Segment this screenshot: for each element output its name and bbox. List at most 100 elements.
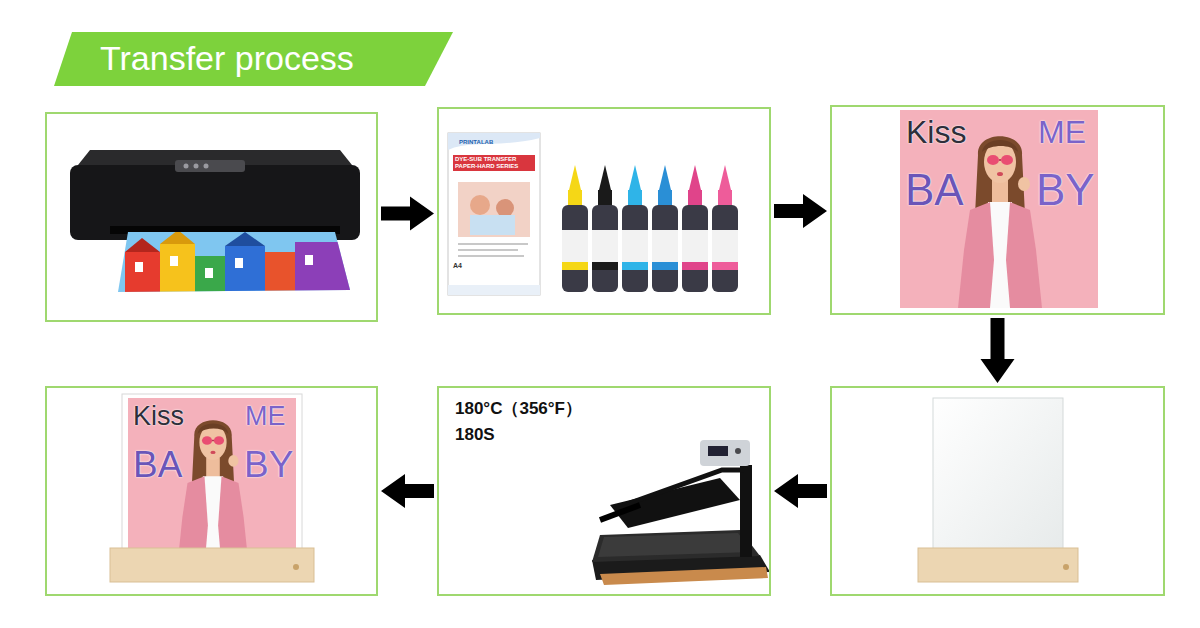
brand-text: PRINTALAB [459, 139, 493, 145]
finished-product [110, 548, 314, 582]
title-banner [54, 32, 453, 86]
heat-press [592, 530, 760, 562]
ink-bottles [562, 230, 588, 270]
printer-illustration [160, 230, 195, 244]
transfer-paper [448, 133, 540, 295]
ink-bottles [682, 230, 708, 270]
ink-bottles [659, 165, 671, 190]
glass-blank [933, 398, 1063, 558]
ink-bottles [622, 165, 648, 292]
printer-illustration [160, 244, 195, 297]
blank-box [830, 386, 1165, 596]
ink-bottles [628, 190, 642, 205]
product-label: DYE-SUB TRANSFER PAPER-HARD SERIES [453, 155, 535, 171]
glass-blank [918, 548, 1078, 582]
ink-bottles [689, 165, 701, 190]
image-text: BY [1036, 168, 1095, 212]
ink-bottles [682, 205, 708, 292]
ink-bottles [562, 165, 738, 292]
ink-bottles [592, 165, 618, 292]
printer-illustration [225, 246, 265, 297]
printer-illustration [135, 262, 143, 272]
printer-illustration [170, 256, 178, 266]
printer-illustration [184, 164, 189, 169]
transfer-paper [448, 133, 540, 150]
ink-bottles [652, 165, 678, 292]
ink-bottles [719, 165, 731, 190]
ink-bottles [712, 165, 738, 292]
image-text: BA [905, 168, 964, 212]
ink-bottles [592, 230, 618, 270]
flow-arrow [774, 474, 827, 508]
printer-illustration [194, 164, 199, 169]
printer-illustration [70, 165, 360, 240]
flow-arrow [381, 474, 434, 508]
materials-box: PRINTALAB DYE-SUB TRANSFER PAPER-HARD SER… [437, 107, 771, 315]
transfer-paper [448, 133, 540, 295]
finished-product [177, 420, 248, 566]
heat-press [616, 470, 744, 508]
heat-press [708, 446, 728, 456]
flow-arrow [774, 194, 827, 228]
finished-product [128, 398, 296, 566]
ink-bottles [592, 205, 618, 292]
printed-photo [958, 136, 1042, 308]
size-label: A4 [453, 262, 462, 269]
ink-bottles [712, 230, 738, 270]
printer-illustration [204, 164, 209, 169]
ink-bottles [622, 230, 648, 270]
ink-bottles [568, 190, 582, 205]
printer-box [45, 112, 378, 322]
printed-image-box: KissMEBABY [830, 105, 1165, 315]
transfer-paper [448, 285, 540, 295]
heat-press [740, 465, 752, 557]
printer-illustration [265, 252, 295, 297]
ink-bottles [562, 165, 588, 292]
image-text: Kiss [133, 403, 184, 430]
ink-bottles [652, 205, 678, 292]
printer-illustration [125, 230, 350, 297]
ink-bottles [622, 205, 648, 292]
ink-bottles [599, 165, 611, 190]
image-text: ME [1038, 116, 1086, 148]
product-box: KissMEBABY [45, 386, 378, 596]
printed-photo [900, 110, 1098, 308]
ink-bottles [629, 165, 641, 190]
title-banner [54, 32, 453, 86]
ink-bottles [658, 190, 672, 205]
ink-bottles [652, 230, 678, 270]
heat-press [592, 440, 770, 585]
transfer-paper [458, 255, 524, 257]
transfer-paper [496, 199, 514, 217]
glass-blank [918, 398, 1078, 582]
glass-blank [1063, 564, 1069, 570]
printer-illustration [305, 255, 313, 265]
title-text: Transfer process [100, 38, 354, 78]
ink-bottles [688, 190, 702, 205]
ink-bottles [592, 262, 618, 270]
printer-illustration [125, 238, 160, 252]
image-text: BA [133, 446, 182, 483]
heat-press [600, 505, 640, 520]
finished-product [110, 394, 314, 582]
time-label: 180S [455, 426, 495, 443]
ink-bottles [562, 205, 588, 292]
ink-bottles [682, 165, 708, 292]
ink-bottles [562, 262, 588, 270]
temperature-label: 180°C（356°F） [455, 400, 582, 417]
ink-bottles [682, 262, 708, 270]
flow-arrow [981, 318, 1015, 383]
transfer-paper [458, 182, 530, 237]
ink-bottles [598, 190, 612, 205]
printer-illustration [295, 242, 350, 297]
image-text: ME [245, 403, 286, 430]
transfer-paper [470, 215, 515, 235]
printer-illustration [195, 256, 225, 297]
ink-bottles [712, 205, 738, 292]
ink-bottles [718, 190, 732, 205]
transfer-paper [458, 249, 518, 251]
ink-bottles [652, 262, 678, 270]
flow-arrow [381, 197, 434, 231]
